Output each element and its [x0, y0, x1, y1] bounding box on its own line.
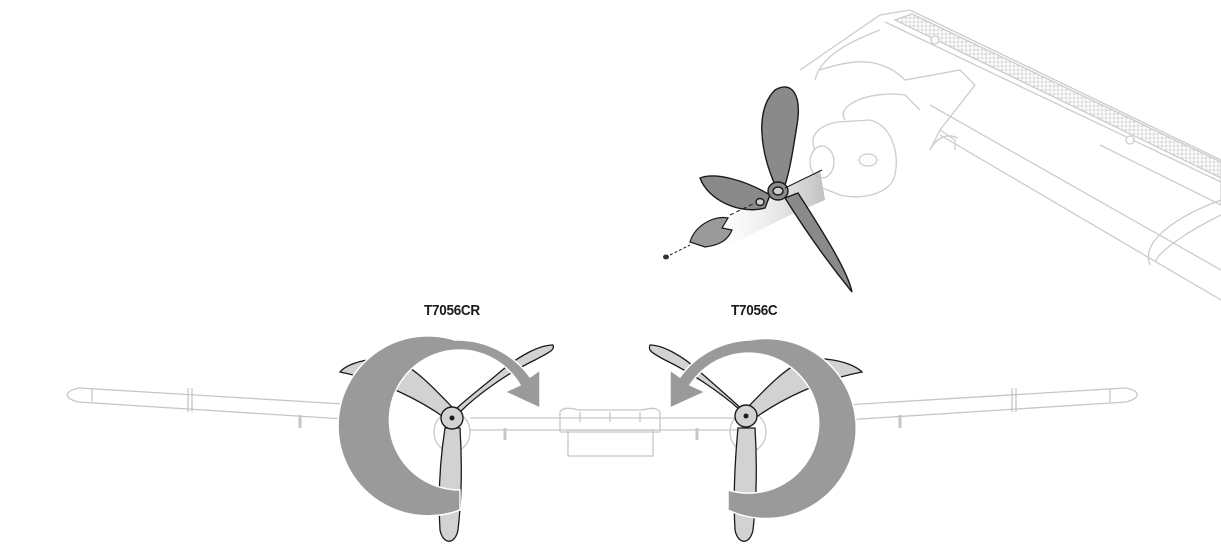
spinner — [689, 216, 733, 248]
right-prop-part-label: T7056C — [731, 302, 778, 319]
clockwise-arrow — [337, 335, 541, 517]
exploded-propeller — [699, 86, 853, 293]
wing-perspective — [799, 9, 1221, 301]
left-prop-hub — [440, 406, 464, 430]
screw — [663, 254, 669, 260]
left-prop-part-label: T7056CR — [424, 302, 480, 319]
right-prop-hub — [734, 404, 758, 428]
alignment-lines — [669, 169, 823, 256]
counter-clockwise-arrow — [669, 337, 857, 520]
aircraft-front-view — [66, 387, 1138, 457]
